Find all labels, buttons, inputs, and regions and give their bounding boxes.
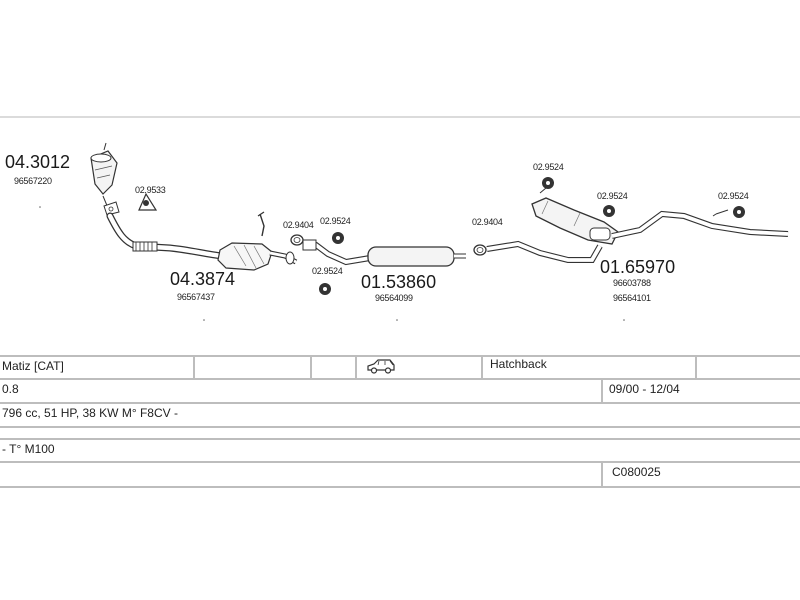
- front-downpipe[interactable]: [106, 212, 226, 260]
- body-type: Hatchback: [490, 357, 547, 371]
- front-catalyst-part[interactable]: [90, 142, 118, 209]
- table-line: [695, 355, 697, 378]
- front-catalyst-oe: 96567220: [14, 176, 52, 186]
- production-years: 09/00 - 12/04: [609, 382, 680, 396]
- table-line: [0, 355, 800, 357]
- rubber-mount-4-code: 02.9524: [597, 191, 628, 201]
- table-line: [601, 461, 603, 486]
- gasket-1-code: 02.9404: [283, 220, 314, 230]
- engine-size: 0.8: [2, 382, 19, 396]
- rubber-mount-4-part[interactable]: [603, 205, 615, 217]
- table-line: [310, 355, 312, 378]
- table-line: [601, 378, 603, 402]
- front-catalyst-code: 04.3012: [5, 152, 70, 172]
- table-line: [0, 426, 800, 428]
- front-flange-gasket[interactable]: [103, 201, 120, 216]
- engine-specs: 796 cc, 51 HP, 38 KW M° F8CV -: [2, 406, 178, 420]
- tail-pipe[interactable]: [611, 210, 789, 239]
- rear-silencer-oe-1: 96603788: [613, 278, 651, 288]
- main-catalyst-part[interactable]: [217, 242, 298, 271]
- rubber-mount-3-code: 02.9524: [533, 162, 564, 172]
- middle-silencer-oe: 96564099: [375, 293, 413, 303]
- front-clamp-code: 02.9533: [135, 185, 166, 195]
- middle-pipe[interactable]: [302, 239, 371, 266]
- rubber-mount-5-part[interactable]: [712, 206, 745, 218]
- gasket-2-part[interactable]: [473, 244, 487, 256]
- rubber-mount-2-part[interactable]: [319, 283, 331, 295]
- rear-pipe[interactable]: [486, 240, 603, 263]
- middle-silencer-part[interactable]: [367, 246, 466, 267]
- rubber-mount-2-code: 02.9524: [312, 266, 343, 276]
- rubber-mount-5-code: 02.9524: [718, 191, 749, 201]
- rear-silencer-oe-2: 96564101: [613, 293, 651, 303]
- rubber-mount-1-part[interactable]: [332, 232, 344, 244]
- table-line: [0, 486, 800, 488]
- gasket-1-part[interactable]: [290, 234, 304, 246]
- lambda-sensor[interactable]: [257, 211, 265, 237]
- gasket-2-code: 02.9404: [472, 217, 503, 227]
- rear-silencer-part[interactable]: [531, 197, 619, 245]
- engine-code: - T° M100: [2, 442, 55, 456]
- catalog-number: C080025: [612, 465, 661, 479]
- table-line: [0, 378, 800, 380]
- middle-silencer-code: 01.53860: [361, 272, 436, 292]
- table-line: [355, 355, 357, 378]
- table-line: [0, 438, 800, 440]
- main-catalyst-oe: 96567437: [177, 292, 215, 302]
- table-line: [0, 461, 800, 463]
- table-line: [0, 402, 800, 404]
- rubber-mount-3-part[interactable]: [539, 177, 554, 194]
- front-clamp-part[interactable]: [138, 192, 158, 211]
- vehicle-model: Matiz [CAT]: [2, 359, 64, 373]
- table-line: [193, 355, 195, 378]
- main-catalyst-code: 04.3874: [170, 269, 235, 289]
- car-icon: [366, 358, 396, 377]
- rear-silencer-code: 01.65970: [600, 257, 675, 277]
- table-line: [481, 355, 483, 378]
- rubber-mount-1-code: 02.9524: [320, 216, 351, 226]
